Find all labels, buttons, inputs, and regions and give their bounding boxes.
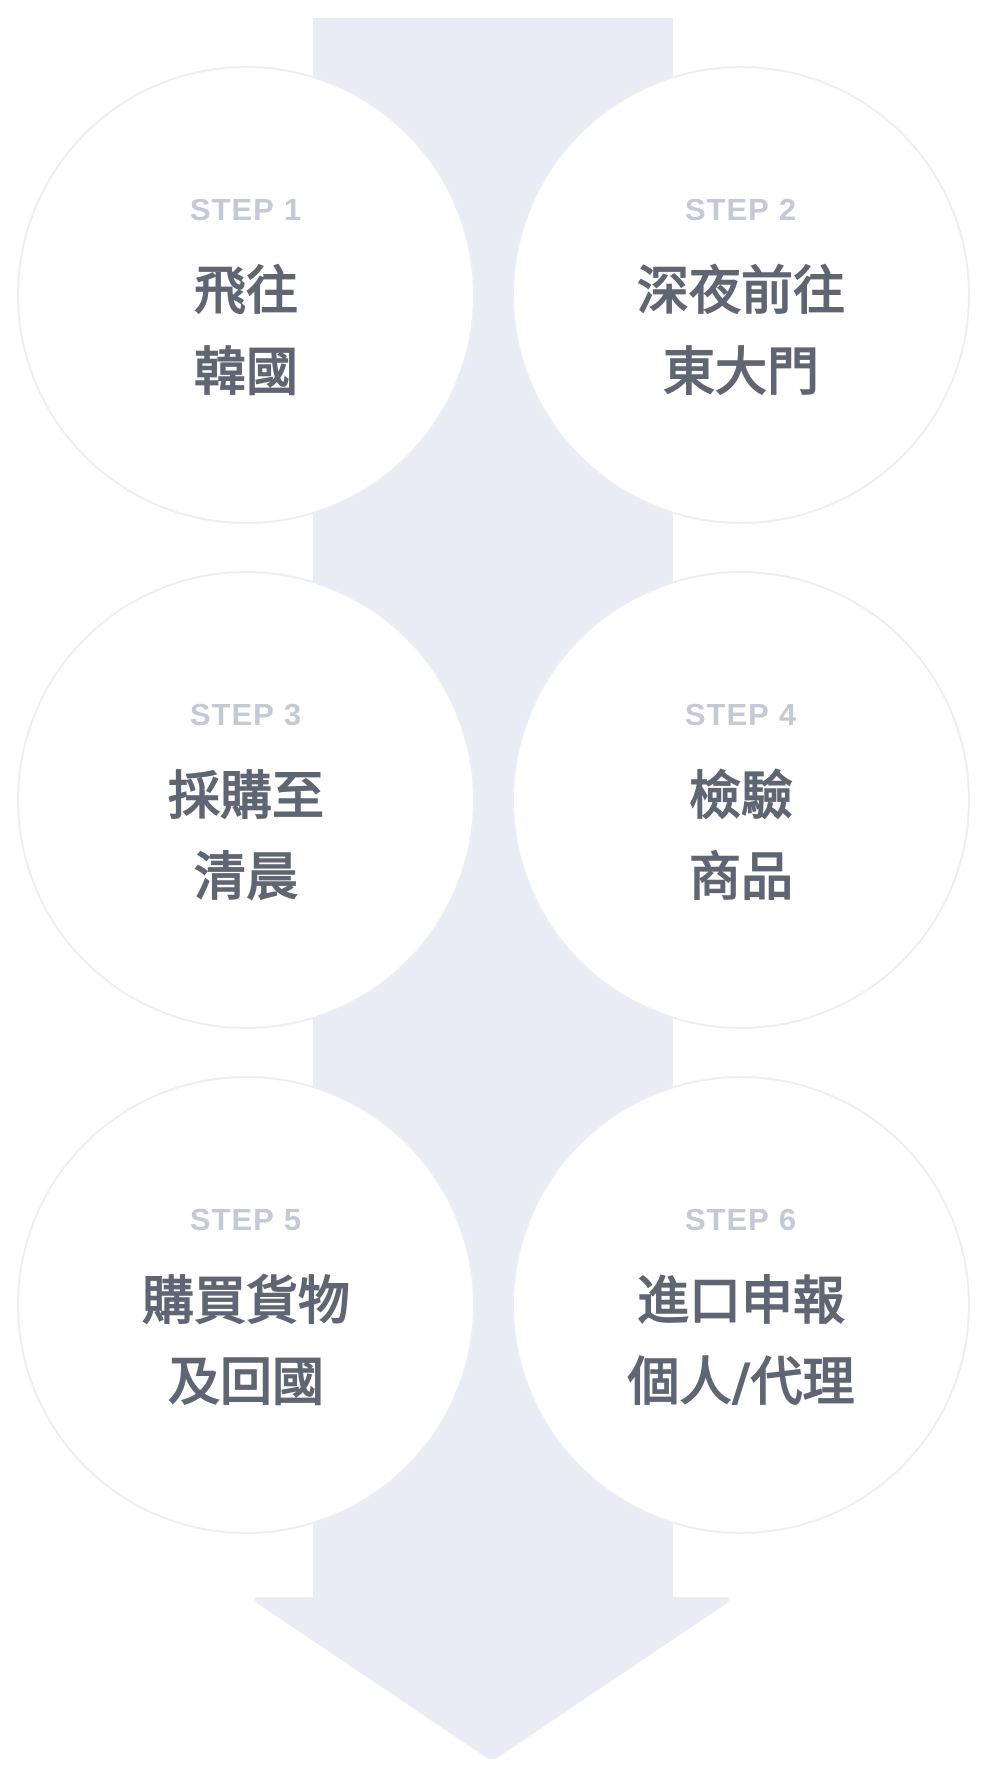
- step-1-title-line2: 韓國: [193, 343, 298, 403]
- step-4-title-line1: 檢驗: [688, 767, 793, 827]
- step-4-circle: STEP 4 檢驗 商品: [512, 571, 970, 1029]
- step-2-title-line2: 東大門: [662, 343, 819, 403]
- step-2-title-line1: 深夜前往: [636, 262, 845, 322]
- step-3-title-line1: 採購至: [167, 767, 324, 827]
- step-1-circle: STEP 1 飛往 韓國: [17, 66, 475, 524]
- step-2-circle: STEP 2 深夜前往 東大門: [512, 66, 970, 524]
- step-1-label: STEP 1: [189, 192, 303, 227]
- step-6-title-line2: 個人/代理: [627, 1353, 855, 1413]
- step-5-title-line2: 及回國: [167, 1353, 324, 1413]
- step-5-circle: STEP 5 購買貨物 及回國: [17, 1076, 475, 1534]
- step-5-title-line1: 購買貨物: [141, 1272, 350, 1332]
- step-3-circle: STEP 3 採購至 清晨: [17, 571, 475, 1029]
- step-5-label: STEP 5: [189, 1202, 303, 1237]
- step-4-label: STEP 4: [684, 697, 798, 732]
- step-6-title-line1: 進口申報: [636, 1272, 845, 1332]
- step-4-title-line2: 商品: [688, 848, 793, 908]
- step-3-title-line2: 清晨: [193, 848, 298, 908]
- step-1-title-line1: 飛往: [193, 262, 298, 322]
- step-2-label: STEP 2: [684, 192, 798, 227]
- step-3-label: STEP 3: [189, 697, 303, 732]
- step-6-circle: STEP 6 進口申報 個人/代理: [512, 1076, 970, 1534]
- step-6-label: STEP 6: [684, 1202, 798, 1237]
